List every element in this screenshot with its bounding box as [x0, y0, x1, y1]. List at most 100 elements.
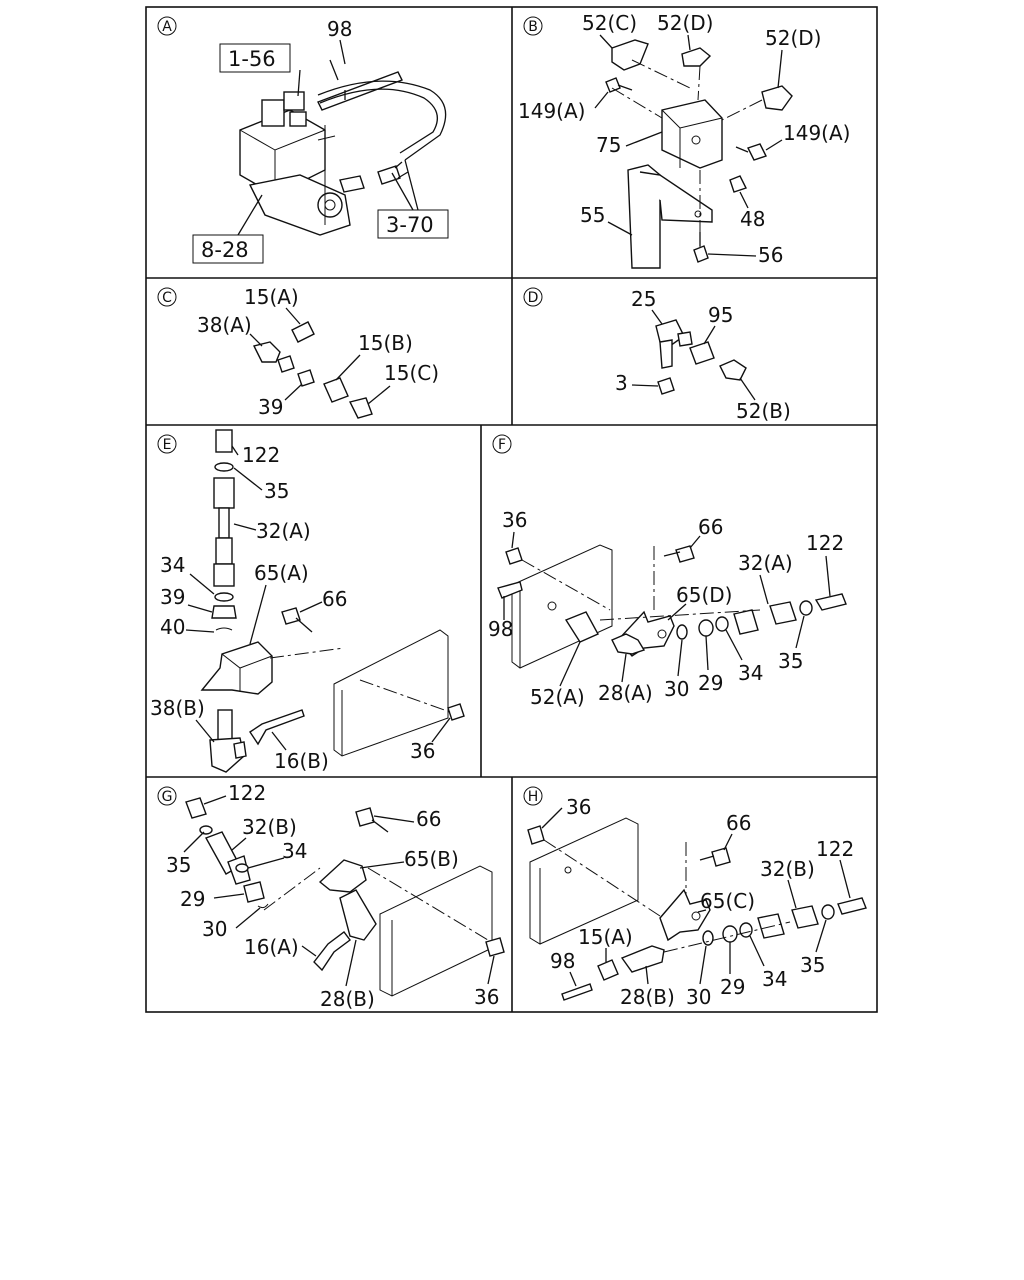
tee-38a: [252, 341, 281, 363]
callout-52d-right: 52(D): [765, 26, 821, 50]
callout-65a: 65(A): [254, 561, 309, 585]
ref-box-8-28: [192, 234, 264, 264]
callout-122-h: 122: [816, 837, 854, 861]
callout-15a: 15(A): [244, 285, 299, 309]
panel-f-letter: F: [498, 437, 506, 453]
panel-d: D 25 95 3 52(B): [523, 287, 791, 423]
nut-36-g: [485, 937, 505, 957]
pipe-16b: [249, 709, 305, 746]
ref-box-1-56: [219, 43, 291, 73]
bolt-66-g: [355, 807, 375, 827]
callout-30-h: 30: [686, 985, 711, 1009]
callout-66-g: 66: [416, 807, 441, 831]
callout-98-h: 98: [550, 949, 575, 973]
washer-30-h: [702, 930, 714, 946]
panel-d-letter: D: [528, 290, 539, 306]
callout-65b: 65(B): [404, 847, 459, 871]
callout-149a-left: 149(A): [518, 99, 585, 123]
callout-34-f: 34: [738, 661, 763, 685]
panel-c-marker: [157, 287, 177, 307]
panel-a-letter: A: [162, 19, 172, 35]
callout-65c: 65(C): [700, 889, 755, 913]
fitting-122-g: [185, 797, 207, 819]
callout-29-g: 29: [180, 887, 205, 911]
callout-39-e: 39: [160, 585, 185, 609]
callout-56: 56: [758, 243, 783, 267]
callout-122-f: 122: [806, 531, 844, 555]
elbow-52d-right: [761, 85, 793, 111]
panel-c: C 15(A) 38(A) 15(B) 15(C) 39: [157, 285, 439, 419]
callout-30-f: 30: [664, 677, 689, 701]
callout-35-g: 35: [166, 853, 191, 877]
clip-40: [215, 627, 233, 631]
fitting-122-h: [837, 897, 867, 915]
callout-38a: 38(A): [197, 313, 252, 337]
fitting-122-f: [814, 593, 847, 611]
ref-box-3-70: [377, 209, 449, 239]
nut-36-h: [527, 825, 545, 845]
callout-36-e: 36: [410, 739, 435, 763]
callout-35-e: 35: [264, 479, 289, 503]
panel-b-letter: B: [528, 19, 538, 35]
callout-66-f: 66: [698, 515, 723, 539]
elbow-15c: [348, 397, 373, 419]
callout-29-h: 29: [720, 975, 745, 999]
fitting-122: [215, 429, 233, 453]
elbow-28b-h: [620, 945, 665, 973]
callout-28b-h: 28(B): [620, 985, 675, 1009]
washer-29-g: [243, 881, 265, 903]
callout-34-g: 34: [282, 839, 307, 863]
panel-g-marker: [157, 786, 177, 806]
pipe-98-h: [561, 983, 593, 1001]
callout-15a-h: 15(A): [578, 925, 633, 949]
callout-32a-e: 32(A): [256, 519, 311, 543]
washer-35-f: [799, 600, 813, 616]
connector-32a-f: [733, 609, 759, 635]
elbow-52d-upper: [681, 47, 712, 67]
bracket-55: [627, 164, 661, 269]
callout-16a: 16(A): [244, 935, 299, 959]
callout-52d-upper: 52(D): [657, 11, 713, 35]
nut-39: [297, 369, 315, 387]
panel-c-letter: C: [162, 290, 172, 306]
callout-38b: 38(B): [150, 696, 205, 720]
panel-b: B 52(C) 52(D) 52(D) 149(A) 75 149(A): [518, 11, 850, 269]
nut-3: [657, 377, 675, 395]
frame-rail-e: [333, 629, 449, 757]
callout-36-g: 36: [474, 985, 499, 1009]
valve-assembly: [239, 91, 365, 236]
nut-48: [729, 175, 747, 193]
bracket-65b: [318, 859, 367, 893]
panel-e-marker: [157, 434, 177, 454]
union-52a: [564, 611, 599, 643]
callout-122-g: 122: [228, 781, 266, 805]
panel-h-letter: H: [528, 789, 539, 805]
panel-b-marker: [523, 16, 543, 36]
panel-g-letter: G: [162, 789, 173, 805]
callout-98: 98: [327, 17, 352, 41]
callout-98-f: 98: [488, 617, 513, 641]
callout-34-h: 34: [762, 967, 787, 991]
callout-52b: 52(B): [736, 399, 791, 423]
washer-30-g: [257, 903, 269, 909]
washer-34: [214, 592, 234, 602]
callout-3: 3: [615, 371, 628, 395]
ref-8-28: 8-28: [201, 238, 249, 262]
panel-d-marker: [523, 287, 543, 307]
callout-65d: 65(D): [676, 583, 732, 607]
nut-95: [689, 341, 715, 365]
callout-25: 25: [631, 287, 656, 311]
callout-15c: 15(C): [384, 361, 439, 385]
panel-a-marker: [157, 16, 177, 36]
bolt-56: [693, 245, 709, 263]
callout-35-f: 35: [778, 649, 803, 673]
callout-32a-f: 32(A): [738, 551, 793, 575]
elbow-28a: [611, 633, 646, 655]
washer-34-f: [715, 616, 729, 632]
callout-28a: 28(A): [598, 681, 653, 705]
callout-35-h: 35: [800, 953, 825, 977]
fitting-15a: [291, 321, 315, 343]
callout-122-e: 122: [242, 443, 280, 467]
panel-h-marker: [523, 786, 543, 806]
callout-75: 75: [596, 133, 621, 157]
